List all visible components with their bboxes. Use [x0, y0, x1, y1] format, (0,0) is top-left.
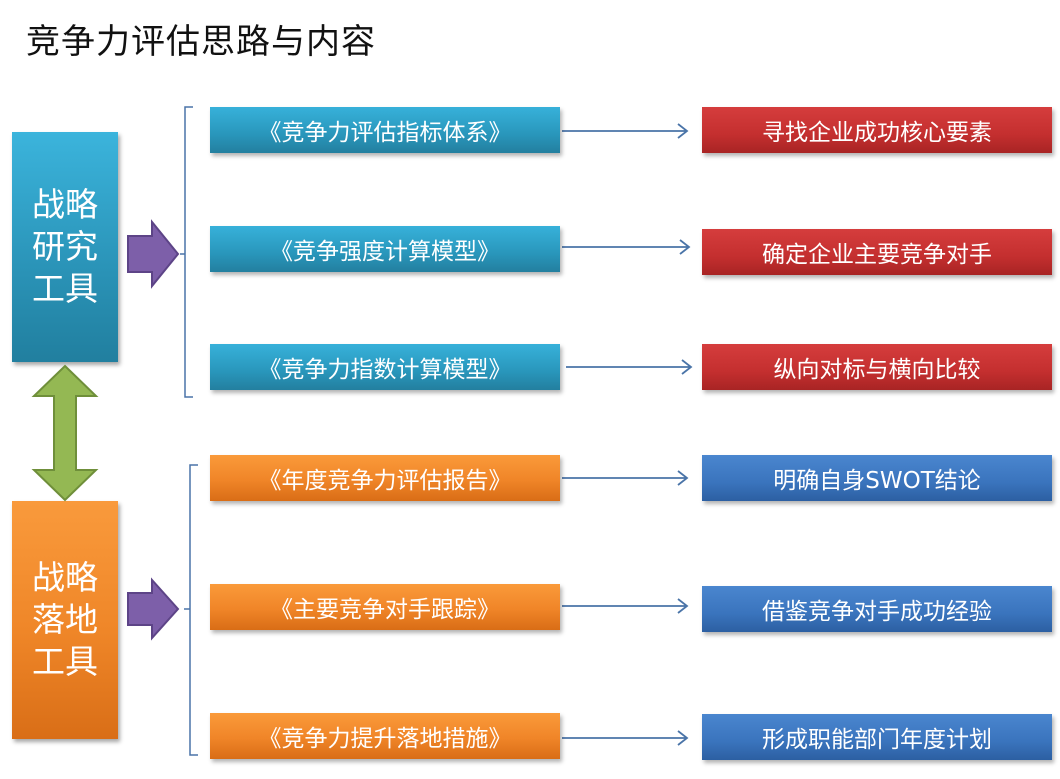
outcome-box: 纵向对标与横向比较	[702, 344, 1052, 390]
outcome-box: 寻找企业成功核心要素	[702, 107, 1052, 153]
arrow-line-1	[562, 123, 689, 139]
arrow-line-4	[562, 470, 689, 486]
right-arrow-icon	[127, 219, 180, 289]
arrow-line-5	[562, 598, 689, 614]
strategy-research-tools-box: 战略 研究 工具	[12, 132, 118, 362]
page-title: 竞争力评估思路与内容	[26, 22, 376, 62]
bidirectional-arrow-icon	[31, 364, 99, 502]
outcome-box: 明确自身SWOT结论	[702, 455, 1052, 501]
tool-box: 《竞争力评估指标体系》	[210, 107, 560, 153]
bracket-bottom	[184, 464, 198, 756]
arrow-line-3	[566, 359, 693, 375]
arrow-line-2	[562, 239, 691, 255]
right-arrow-icon	[127, 577, 180, 641]
outcome-box: 形成职能部门年度计划	[702, 714, 1052, 760]
arrow-line-6	[562, 730, 689, 746]
outcome-box: 确定企业主要竞争对手	[702, 229, 1052, 275]
tool-box: 《竞争力提升落地措施》	[210, 713, 560, 759]
bracket-top	[180, 106, 193, 398]
outcome-box: 借鉴竞争对手成功经验	[702, 586, 1052, 632]
tool-box: 《主要竞争对手跟踪》	[210, 584, 560, 630]
tool-box: 《竞争力指数计算模型》	[210, 344, 560, 390]
tool-box: 《年度竞争力评估报告》	[210, 455, 560, 501]
strategy-landing-tools-box: 战略 落地 工具	[12, 501, 118, 739]
tool-box: 《竞争强度计算模型》	[210, 226, 560, 272]
